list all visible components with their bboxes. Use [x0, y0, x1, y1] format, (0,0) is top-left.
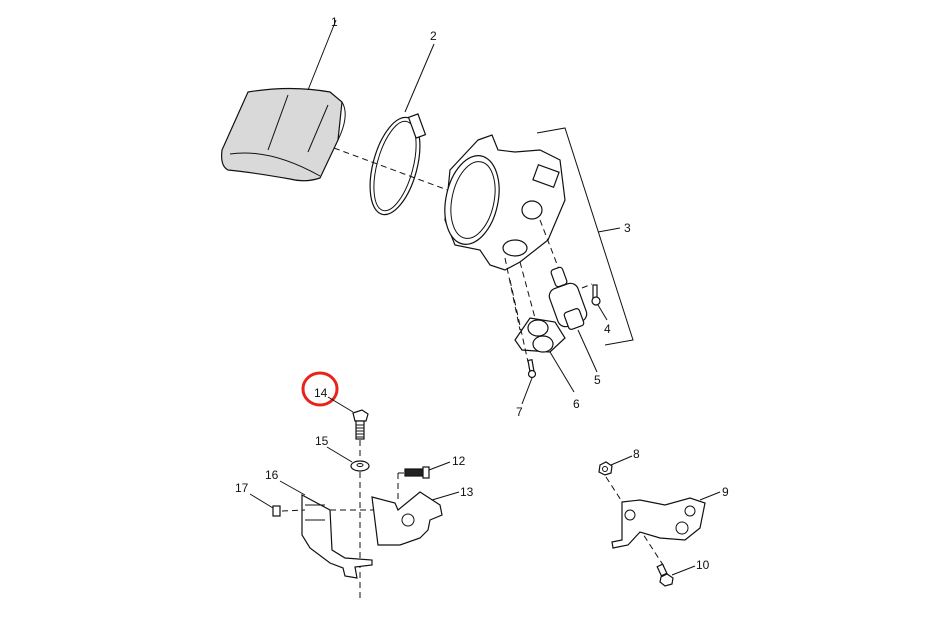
- callout-9[interactable]: 9: [722, 485, 729, 499]
- callout-5[interactable]: 5: [594, 373, 601, 387]
- highlight-circle: [301, 371, 339, 407]
- part-6-valve[interactable]: [514, 317, 566, 353]
- leader-1: [307, 19, 337, 91]
- callout-3[interactable]: 3: [624, 221, 631, 235]
- part-1-cover[interactable]: [221, 87, 346, 182]
- callout-16[interactable]: 16: [265, 468, 279, 482]
- part-8-nut[interactable]: [598, 461, 613, 476]
- part-12-bracket[interactable]: [371, 491, 443, 546]
- part-16-bracket[interactable]: [301, 493, 373, 579]
- bracket-3: [536, 127, 634, 346]
- callout-10[interactable]: 10: [696, 558, 710, 572]
- callout-4[interactable]: 4: [604, 322, 611, 336]
- leader-2: [404, 43, 435, 113]
- part-15-washer[interactable]: [350, 460, 370, 472]
- part-2-clamp[interactable]: [361, 112, 429, 220]
- part-14-bolt[interactable]: [352, 409, 369, 440]
- callout-2[interactable]: 2: [430, 29, 437, 43]
- callout-7[interactable]: 7: [516, 405, 523, 419]
- callout-1[interactable]: 1: [331, 15, 338, 29]
- part-4-screw[interactable]: [591, 284, 601, 306]
- part-5-sensor[interactable]: [547, 266, 589, 330]
- callout-17[interactable]: 17: [235, 481, 249, 495]
- part-17-nut[interactable]: [272, 505, 281, 517]
- callout-8[interactable]: 8: [633, 447, 640, 461]
- part-3-throttle-body[interactable]: [437, 134, 566, 271]
- part-10-bolt[interactable]: [656, 563, 674, 587]
- part-7-screw[interactable]: [527, 359, 537, 379]
- callout-12[interactable]: 13: [460, 485, 474, 499]
- callout-13[interactable]: 12: [452, 454, 466, 468]
- part-13-bolt[interactable]: [404, 466, 430, 479]
- part-9-bracket[interactable]: [611, 497, 706, 549]
- callout-6[interactable]: 6: [573, 397, 580, 411]
- callout-14[interactable]: 14: [314, 386, 328, 400]
- callout-15[interactable]: 15: [315, 434, 329, 448]
